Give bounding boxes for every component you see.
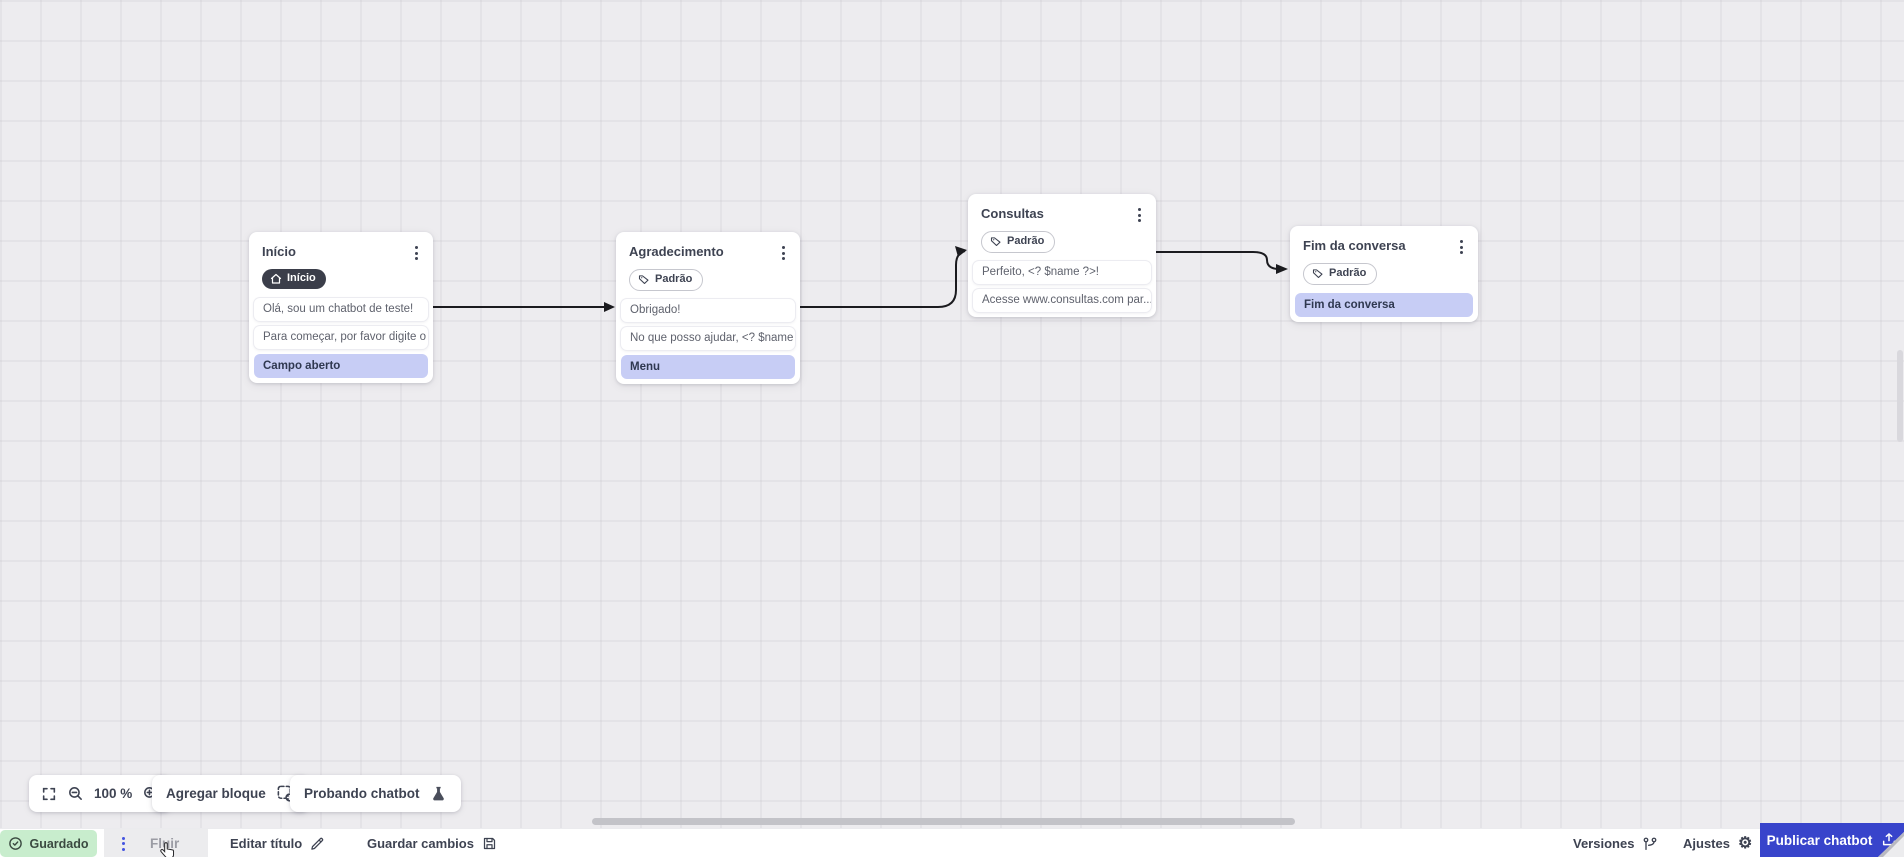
footer-bar: Guardado Fluir Editar título Guardar cam… [0, 823, 1904, 857]
edge-agradecimento-consultas [800, 250, 966, 308]
message-row[interactable]: Para começar, por favor digite o ... [254, 325, 428, 349]
arrowhead [1276, 264, 1288, 274]
node-agradecimento[interactable]: Agradecimento Padrão Obrigado! No que po… [616, 232, 800, 384]
tag-icon [638, 274, 649, 284]
canvas-zoom-controls: 100 % [29, 775, 172, 812]
tag-icon [990, 236, 1001, 246]
option-row[interactable]: Menu [621, 355, 795, 379]
flow-tab[interactable]: Fluir [104, 829, 208, 857]
arrowhead [955, 246, 967, 257]
node-title: Fim da conversa [1303, 238, 1406, 253]
edit-title-button[interactable]: Editar título [230, 829, 325, 857]
message-row[interactable]: Obrigado! [621, 299, 795, 322]
zoom-out-icon [69, 787, 82, 800]
add-block-button[interactable]: Agregar bloque [152, 775, 309, 812]
option-row[interactable]: Campo aberto [254, 353, 428, 378]
flask-icon [432, 786, 444, 800]
zoom-out-button[interactable] [67, 785, 84, 802]
save-changes-button[interactable]: Guardar cambios [367, 829, 497, 857]
home-icon [270, 273, 282, 284]
message-row[interactable]: No que posso ajudar, <? $name ... [621, 327, 795, 350]
check-circle-icon [9, 837, 23, 850]
node-title: Consultas [981, 206, 1044, 221]
tag-icon [1312, 268, 1323, 278]
kebab-menu-icon[interactable] [410, 244, 423, 262]
flow-name-label: Fluir [150, 836, 180, 851]
node-title: Início [262, 244, 296, 259]
start-badge: Início [262, 269, 326, 289]
gear-icon: ⚙ [1737, 834, 1753, 852]
publish-chatbot-button[interactable]: Publicar chatbot [1760, 823, 1904, 857]
zoom-level: 100 % [94, 786, 133, 801]
save-icon [483, 837, 496, 850]
default-badge: Padrão [1303, 263, 1378, 285]
node-inicio[interactable]: Início Início Olá, sou um chatbot de tes… [249, 232, 433, 383]
default-badge: Padrão [981, 231, 1056, 253]
kebab-menu-icon[interactable] [777, 244, 790, 262]
test-chatbot-button[interactable]: Probando chatbot [290, 775, 461, 812]
message-row[interactable]: Perfeito, <? $name ?>! [973, 261, 1151, 284]
settings-button[interactable]: Ajustes ⚙ [1683, 834, 1753, 852]
saved-status-badge: Guardado [0, 830, 97, 857]
horizontal-scrollbar[interactable] [592, 818, 1295, 825]
default-badge: Padrão [629, 269, 704, 291]
upload-icon [1883, 833, 1896, 846]
kebab-menu-icon[interactable] [117, 835, 130, 853]
node-consultas[interactable]: Consultas Padrão Perfeito, <? $name ?>! … [968, 194, 1156, 317]
node-header: Início [249, 232, 433, 262]
kebab-menu-icon[interactable] [1455, 238, 1468, 256]
pencil-icon [311, 837, 324, 850]
fullscreen-icon [42, 787, 56, 800]
fit-screen-button[interactable] [41, 786, 57, 802]
option-row[interactable]: Fim da conversa [1295, 293, 1473, 317]
git-branch-icon [1644, 837, 1657, 850]
node-fim-da-conversa[interactable]: Fim da conversa Padrão Fim da conversa [1290, 226, 1478, 322]
node-title: Agradecimento [629, 244, 724, 259]
kebab-menu-icon[interactable] [1133, 206, 1146, 224]
versions-button[interactable]: Versiones [1573, 829, 1658, 857]
vertical-scrollbar[interactable] [1897, 350, 1903, 442]
message-row[interactable]: Olá, sou um chatbot de teste! [254, 297, 428, 321]
message-row[interactable]: Acesse www.consultas.com par... [973, 289, 1151, 312]
edge-consultas-fim [1156, 251, 1278, 270]
arrowhead [604, 302, 615, 312]
